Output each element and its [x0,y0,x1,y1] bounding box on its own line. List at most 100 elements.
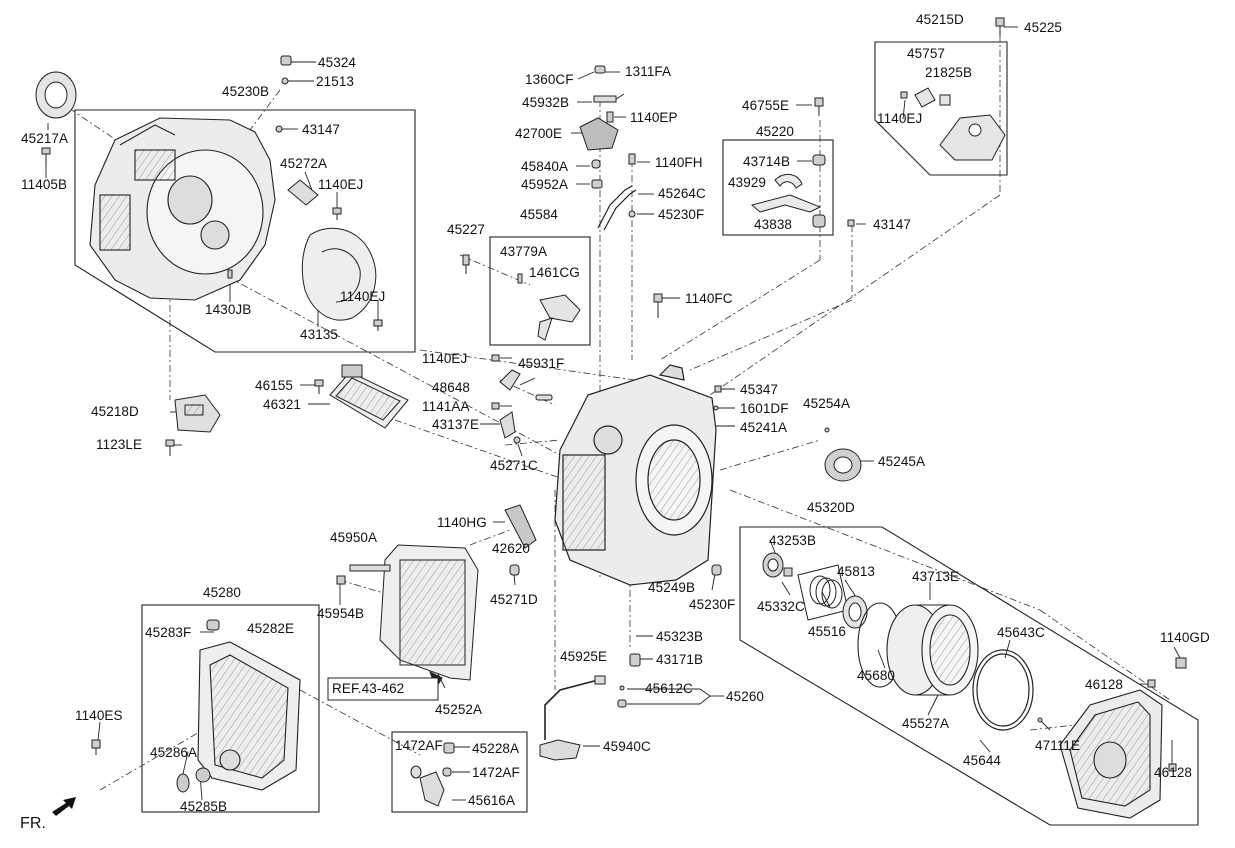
part-label-43713E: 43713E [912,569,960,584]
part-label-45230B: 45230B [222,84,270,99]
part-label-1140FH: 1140FH [655,155,703,170]
drain-plug-45285B-icon [176,767,211,793]
oil-strainer-46321-icon [329,364,409,429]
part-label-43147-a: 43147 [302,122,341,137]
part-label-45245A: 45245A [878,454,926,469]
group-box-45252A [391,731,528,813]
part-label-43253B: 43253B [769,533,817,548]
part-label-45230F-b: 45230F [689,597,736,612]
part-label-1472AF-a: 1472AF [395,738,443,753]
part-label-11405B: 11405B [21,177,68,192]
inhibitor-switch-42700E-icon [579,93,625,151]
part-label-45230F-a: 45230F [658,207,705,222]
oil-seal-45217A-icon [35,71,77,119]
part-label-45332C: 45332C [757,599,805,614]
oil-pipe-45264C-icon [597,185,637,231]
gear-45813-icon [842,595,868,629]
mount-bracket-45218D-icon [174,394,221,433]
part-label-45215D: 45215D [916,12,964,27]
part-label-45931F: 45931F [518,356,565,371]
part-label-1140ES: 1140ES [75,708,123,723]
part-label-43838: 43838 [754,217,793,232]
part-label-45228A: 45228A [472,741,520,756]
part-label-45925E: 45925E [560,649,608,664]
part-label-1360CF: 1360CF [525,72,574,87]
part-label-43929: 43929 [728,175,767,190]
group-box-45215D [874,41,1008,176]
part-label-45932B: 45932B [522,95,570,110]
speed-sensor-45940C-icon [539,675,606,761]
seal-43253B-icon [762,552,793,578]
transmission-case-45241A-icon [554,364,717,586]
part-label-45527A: 45527A [902,716,950,731]
part-label-45950A: 45950A [330,530,378,545]
part-label-43135: 43135 [300,327,339,342]
part-label-1140EJ-a: 1140EJ [318,177,364,192]
part-label-47111E: 47111E [1035,738,1081,753]
part-label-45218D: 45218D [91,404,139,419]
part-label-45584: 45584 [520,207,559,222]
part-label-45320D: 45320D [807,500,855,515]
reference-label: REF.43-462 [332,681,405,696]
part-label-42700E: 42700E [515,126,563,141]
part-label-45227: 45227 [447,222,486,237]
part-label-45323B: 45323B [656,629,704,644]
part-label-45272A: 45272A [280,156,328,171]
part-label-46128-a: 46128 [1085,677,1124,692]
part-label-45612C: 45612C [645,681,693,696]
part-label-45643C: 45643C [997,625,1045,640]
part-label-45952A: 45952A [521,177,569,192]
bracket-43929-icon [750,174,822,213]
transmission-mount-45215D-icon [914,87,1006,161]
group-box-45584 [489,236,591,346]
front-direction-label: FR. [20,815,47,832]
part-label-46755E: 46755E [742,98,790,113]
part-label-1311FA: 1311FA [625,64,672,79]
part-label-1140FC: 1140FC [685,291,733,306]
part-label-1141AA: 1141AA [422,399,470,414]
converter-housing-group-box [74,109,416,353]
detent-spring-45584-icon [537,294,581,341]
part-label-1140EP: 1140EP [630,110,678,125]
part-label-45254A: 45254A [803,396,851,411]
part-label-45283F: 45283F [145,625,192,640]
bracket-42620-icon [504,504,537,549]
part-label-46128-b: 46128 [1154,765,1193,780]
part-label-45241A: 45241A [740,420,788,435]
hose-45616A-icon [410,765,445,807]
part-label-45249B: 45249B [648,580,696,595]
group-box-45280 [141,604,320,813]
oil-seal-45245A-icon [824,448,862,482]
part-label-1472AF-b: 1472AF [472,765,520,780]
part-label-1601DF: 1601DF [740,401,789,416]
part-label-42620: 42620 [492,541,531,556]
rear-cover-icon [1059,689,1163,819]
part-label-45217A: 45217A [21,131,69,146]
part-label-45260: 45260 [726,689,765,704]
group-box-45220 [722,139,834,236]
valve-body-45950A-icon [349,544,479,690]
part-label-45757: 45757 [907,46,946,61]
part-label-45264C: 45264C [658,186,706,201]
part-label-45220: 45220 [756,124,795,139]
part-label-1123LE: 1123LE [96,437,143,452]
part-label-1140EJ-d: 1140EJ [422,351,468,366]
lever-45931F-icon [499,369,553,439]
part-label-48648: 48648 [432,380,471,395]
part-label-45616A: 45616A [468,793,516,808]
part-label-45252A: 45252A [435,702,483,717]
part-label-43147-b: 43147 [873,217,912,232]
part-label-45282E: 45282E [247,621,295,636]
part-label-43714B: 43714B [743,154,791,169]
part-label-45271D: 45271D [490,592,538,607]
part-label-21513: 21513 [316,74,355,89]
part-label-45954B: 45954B [317,606,365,621]
oil-pan-45282E-icon [197,641,301,791]
part-label-45680: 45680 [857,668,896,683]
part-label-45285B: 45285B [180,799,228,814]
clutch-drum-45680-icon [857,602,979,696]
part-label-46321: 46321 [263,397,302,412]
arrow-icon [52,797,76,816]
part-label-1140EJ-c: 1140EJ [877,111,923,126]
part-label-45644: 45644 [963,753,1002,768]
